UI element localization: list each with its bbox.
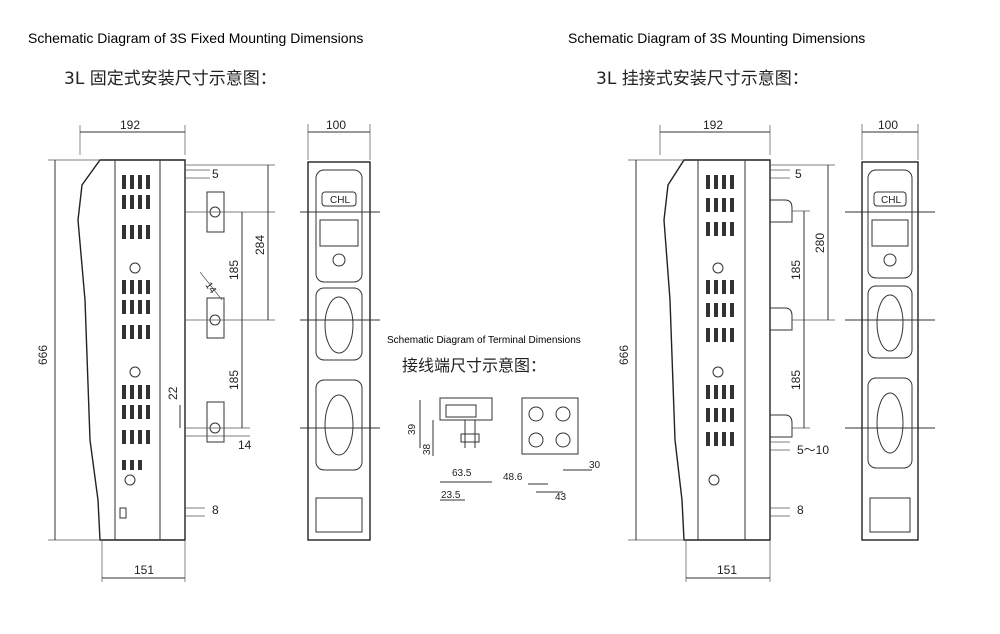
hang-dim-185b: 185 <box>789 370 803 390</box>
term-dim-38: 38 <box>422 443 433 455</box>
terminal-caption-cn: 接线端尺寸示意图： <box>402 356 547 375</box>
fixed-front-brand: CHL <box>330 195 350 206</box>
hang-dim-185a: 185 <box>789 260 803 280</box>
terminal-side-view: 39 38 63.5 23.5 <box>407 397 493 501</box>
term-dim-43: 43 <box>555 492 567 503</box>
hang-caption-cn: 3L 挂接式安装尺寸示意图： <box>596 69 809 89</box>
fixed-dim-284: 284 <box>253 235 267 255</box>
fixed-dim-hole: 14 <box>203 280 219 296</box>
fixed-dim-14: 14 <box>238 438 252 452</box>
term-dim-63-5: 63.5 <box>452 468 472 479</box>
fixed-dim-192: 192 <box>120 118 140 132</box>
fixed-caption-en: Schematic Diagram of 3S Fixed Mounting D… <box>28 30 364 46</box>
hang-front-brand: CHL <box>881 195 901 206</box>
hang-dim-5: 5 <box>795 167 802 181</box>
hang-side-view: 192 666 5 <box>617 118 835 582</box>
fixed-dim-5: 5 <box>212 167 219 181</box>
hang-dim-280: 280 <box>813 233 827 253</box>
term-dim-30: 30 <box>589 460 601 471</box>
fixed-dim-185a: 185 <box>227 260 241 280</box>
hang-dim-151: 151 <box>717 563 737 577</box>
fixed-dim-22: 22 <box>166 386 180 400</box>
fixed-dim-8: 8 <box>212 503 219 517</box>
hang-dim-range: 5～10 <box>797 443 829 457</box>
fixed-side-view: 192 <box>36 118 275 582</box>
terminal-front-view: 48.6 43 30 <box>503 397 601 503</box>
term-dim-39: 39 <box>407 423 418 435</box>
fixed-front-view: 100 CHL <box>300 118 380 541</box>
hang-dim-666: 666 <box>617 345 631 365</box>
hang-dim-192: 192 <box>703 118 723 132</box>
fixed-dim-666: 666 <box>36 345 50 365</box>
term-dim-23-5: 23.5 <box>441 490 461 501</box>
fixed-dim-185b: 185 <box>227 370 241 390</box>
terminal-caption-en: Schematic Diagram of Terminal Dimensions <box>387 335 581 346</box>
hang-front-view: 100 CHL <box>845 118 935 541</box>
fixed-caption-cn: 3L 固定式安装尺寸示意图： <box>64 69 277 89</box>
fixed-dim-151: 151 <box>134 563 154 577</box>
hang-dim-8: 8 <box>797 503 804 517</box>
hang-dim-100: 100 <box>878 118 898 132</box>
hang-caption-en: Schematic Diagram of 3S Mounting Dimensi… <box>568 30 866 46</box>
fixed-dim-100: 100 <box>326 118 346 132</box>
term-dim-48-6: 48.6 <box>503 472 523 483</box>
